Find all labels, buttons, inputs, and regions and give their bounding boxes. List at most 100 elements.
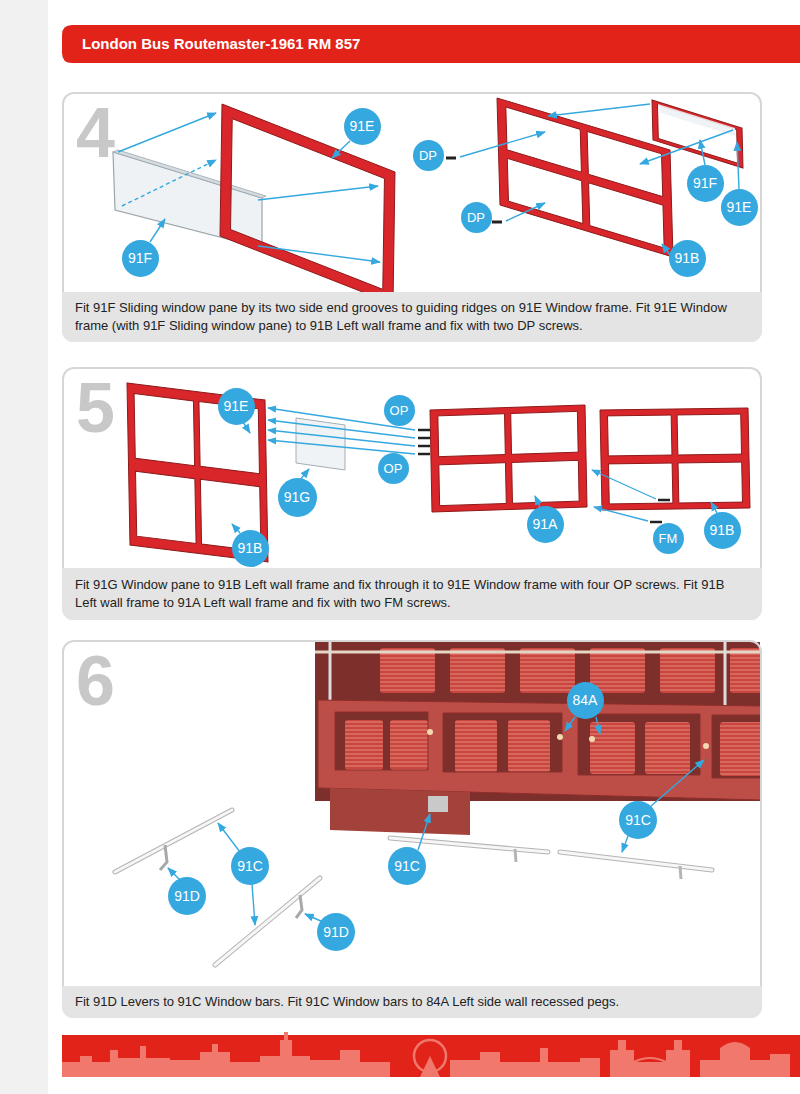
step4-art [118,113,216,152]
bus-body [315,651,760,654]
callout-number: DP [419,149,437,162]
bus-body [330,788,470,835]
step4-art [492,221,502,224]
callout-number: 91C [394,859,420,873]
callout-circle: 91B [669,240,706,277]
step5-art [418,437,430,440]
step6-art [296,895,302,918]
callout-circle: DP [413,140,444,171]
callout-circle: FM [653,523,684,554]
step5-art [243,422,250,433]
caption-text: Fit 91F Sliding window pane by its two s… [75,299,749,334]
callout-circle: DP [461,202,492,233]
step6-art [115,810,232,872]
step4-art [658,104,735,136]
step4-art [220,104,395,304]
step4-art [150,219,165,242]
bus-body [380,648,435,693]
step4-art [113,150,266,198]
callout-circle: 91E [344,108,381,145]
callout-circle: 91F [687,165,724,202]
step6-art [215,878,320,965]
step6-art [560,852,712,870]
step5-art [594,507,648,521]
step5-art [592,470,656,499]
step-caption: Fit 91G Window pane to 91B Left wall fra… [62,568,762,620]
step4-art [113,98,743,304]
step4-art [737,142,739,189]
step4-art [460,132,545,157]
callout-circle: 91C [388,847,426,885]
side-strip [0,0,48,1094]
bus-body [315,642,760,835]
step5-art [535,496,540,507]
step4-art [652,100,743,168]
step6-art [651,760,704,806]
step5-art [268,440,415,454]
step4-art [497,98,673,257]
callout-number: 91B [675,251,700,265]
bus-body [508,720,550,772]
step5-art [418,445,430,448]
bus-body [590,722,635,774]
footer-band [700,1042,790,1077]
step5-art [418,429,430,432]
bus-body [427,729,433,735]
bus-body [660,648,715,693]
step6-art [565,717,575,731]
step4-art [122,160,216,206]
callout-circle: 91B [704,512,741,549]
bus-body [520,648,575,693]
callout-number: 91B [710,523,735,537]
callout-circle: 91F [122,240,159,277]
callout-circle: 91G [278,478,317,517]
footer-band [634,1058,666,1062]
step-panel: 4Fit 91F Sliding window pane by its two … [62,92,762,342]
bus-body [557,734,563,740]
footer-band [610,1040,690,1077]
step6-art [560,852,712,870]
callout-circle: 91C [231,847,269,885]
bus-body [329,642,332,705]
step5-art [418,453,430,456]
step4-art [446,157,456,160]
caption-text: Fit 91D Levers to 91C Window bars. Fit 9… [75,993,749,1011]
step5-art [650,521,662,524]
callout-number: FM [659,532,678,545]
callout-number: 91E [350,119,375,133]
step4-art [640,130,733,164]
bus-body [703,743,709,749]
step-caption: Fit 91D Levers to 91C Window bars. Fit 9… [62,986,762,1018]
step6-art [115,641,770,965]
footer-band [420,1056,440,1077]
callout-number: 91C [237,859,263,873]
callout-number: 91F [128,251,152,265]
step6-art [218,823,240,852]
callout-number: 91D [323,925,349,939]
step-caption: Fit 91F Sliding window pane by its two s… [62,292,762,342]
callout-number: DP [467,211,485,224]
step-number: 5 [76,373,115,443]
callout-number: 91C [625,813,651,827]
step4-art [700,140,705,165]
step5-art [430,405,587,512]
callout-number: 91E [727,200,752,214]
callout-circle: 91A [527,506,564,543]
bus-body [318,700,760,800]
footer-band [62,1032,800,1077]
callout-number: 91A [533,517,558,531]
bus-body [428,796,448,812]
callout-circle: OP [378,453,409,484]
callout-number: 84A [573,693,598,707]
step5-art [658,499,670,502]
step6-art [596,717,600,734]
callout-circle: 91D [317,913,355,951]
bus-body [589,736,595,742]
step5-art [232,524,240,533]
step6-art [622,836,628,852]
bus-body [315,642,760,801]
step-panel: 6Fit 91D Levers to 91C Window bars. Fit … [62,640,762,1018]
step4-art [258,186,378,200]
